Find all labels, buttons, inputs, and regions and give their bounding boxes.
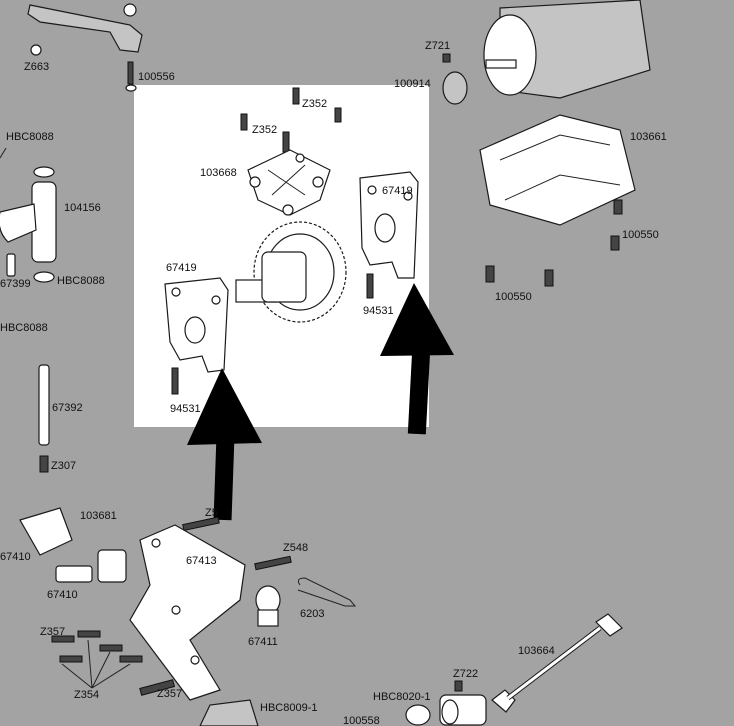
label-z307: Z307	[51, 460, 76, 472]
screws-z354	[51, 630, 143, 689]
diff-mount-67419-left	[164, 277, 229, 373]
label-67399: 67399	[0, 278, 31, 290]
label-100556: 100556	[138, 71, 175, 83]
screw-100550-a	[613, 199, 623, 215]
label-z722: Z722	[453, 668, 478, 680]
steering-link-part	[27, 3, 143, 56]
label-103681: 103681	[80, 510, 117, 522]
setscrew-z722	[454, 680, 463, 692]
part-hbc8009	[199, 699, 259, 726]
screw-z548	[254, 555, 292, 571]
label-67411: 67411	[248, 636, 278, 648]
label-100550-a: 100550	[622, 229, 659, 241]
label-94531-right: 94531	[363, 305, 394, 317]
diff-mount-67419-right	[359, 171, 419, 279]
label-103664: 103664	[518, 645, 555, 657]
label-103668: 103668	[200, 167, 237, 179]
label-104156: 104156	[64, 202, 101, 214]
label-z352-a: Z352	[302, 98, 327, 110]
screw-100550-c	[485, 265, 495, 283]
screw-z352-top	[292, 87, 300, 105]
label-z5: Z5	[205, 507, 218, 519]
diff-gear	[235, 221, 347, 323]
label-hbc8009: HBC8009-1	[260, 702, 317, 714]
driveshaft-103664	[491, 613, 623, 713]
screw-z352-mid	[282, 131, 290, 153]
label-hbc8088-left: HBC8088	[0, 322, 48, 334]
label-6203: 6203	[300, 608, 324, 620]
screw-z352-left	[240, 113, 248, 131]
servo-plate-67413	[129, 524, 246, 701]
screw-100550-d	[544, 269, 554, 287]
motor-mount-103661	[479, 114, 636, 226]
screw-100556	[125, 61, 137, 92]
pin-67399	[6, 253, 16, 277]
label-67413: 67413	[186, 555, 217, 567]
label-100550-b: 100550	[495, 291, 532, 303]
label-hbc8020: HBC8020-1	[373, 691, 430, 703]
arrow-right	[380, 283, 454, 435]
label-67410-top: 67410	[0, 551, 31, 563]
arrow-left	[187, 368, 262, 521]
label-67419-right: 67419	[382, 185, 413, 197]
clip-6203	[297, 577, 357, 607]
bearing-hbc8088-mid	[33, 271, 55, 283]
label-103661: 103661	[630, 131, 667, 143]
label-94531-left: 94531	[170, 403, 201, 415]
cup-103681	[19, 507, 127, 583]
bearing-hbc8088-top	[33, 166, 55, 178]
part-67411	[255, 585, 281, 627]
label-z663: Z663	[24, 61, 49, 73]
label-100558: 100558	[343, 715, 380, 726]
label-67410: 67410	[47, 589, 78, 601]
setscrew-z307	[39, 455, 49, 473]
label-z354: Z354	[74, 689, 99, 701]
label-hbc8088-top: HBC8088	[6, 131, 54, 143]
label-hbc8088-mid: HBC8088	[57, 275, 105, 287]
screw-z357-b	[139, 679, 176, 696]
label-z357-b: Z357	[157, 688, 182, 700]
bearing-100558	[405, 704, 431, 726]
screw-z352-right	[334, 107, 342, 123]
label-67392: 67392	[52, 402, 83, 414]
screw-94531-left	[171, 367, 179, 395]
screw-94531-right	[366, 273, 374, 299]
label-z352-b: Z352	[252, 124, 277, 136]
label-z548: Z548	[283, 542, 308, 554]
outdrive-hbc8020	[439, 694, 487, 726]
label-z721: Z721	[425, 40, 450, 52]
screw-100550-b	[610, 235, 620, 251]
label-z357-a: Z357	[40, 626, 65, 638]
diff-cover-103668	[247, 149, 331, 216]
label-67419-left: 67419	[166, 262, 197, 274]
arm-104156	[0, 181, 57, 263]
label-100914: 100914	[394, 78, 431, 90]
shaft-67392	[38, 364, 50, 446]
pinion-100914	[442, 71, 468, 105]
coupler-67410	[55, 565, 93, 583]
screw-z5	[182, 516, 220, 532]
motor	[483, 0, 651, 99]
setscrew-z721	[442, 53, 451, 63]
